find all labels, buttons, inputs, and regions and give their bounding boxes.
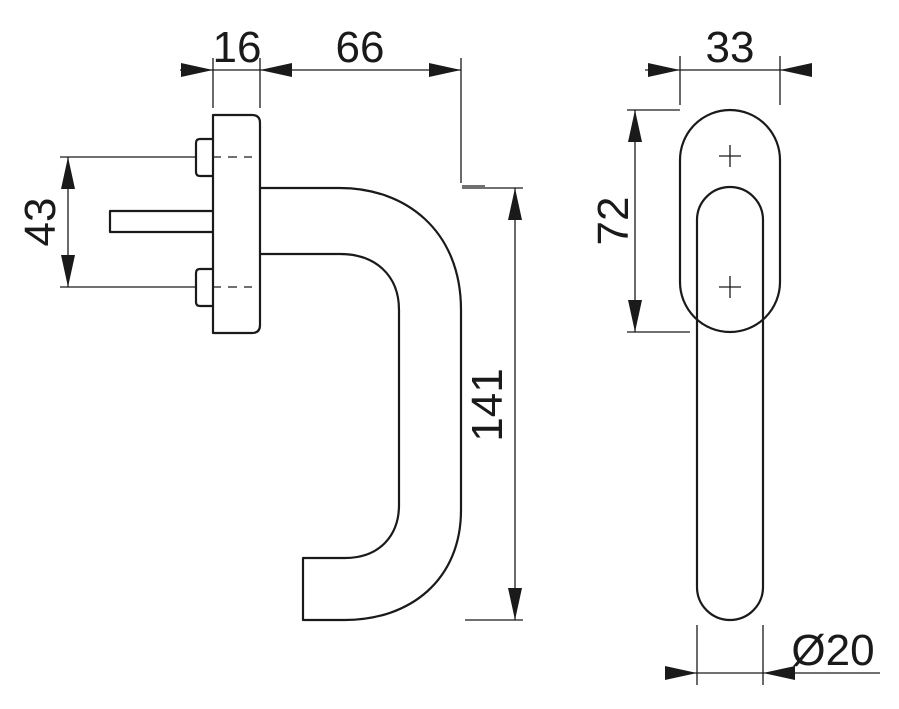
dim-141: 141	[462, 187, 523, 621]
dim-43: 43	[16, 156, 196, 288]
lever-front	[695, 185, 765, 622]
screw-head-top	[194, 137, 215, 178]
screw-head-bottom	[194, 267, 215, 308]
dim-141-label: 141	[463, 368, 512, 441]
screw-mark-bottom	[719, 276, 741, 298]
dim-16: 16	[213, 23, 262, 72]
dim-33-label: 33	[706, 23, 755, 72]
spindle	[108, 209, 215, 234]
rose-plate	[211, 113, 262, 335]
side-view	[108, 113, 463, 622]
lever-handle	[258, 186, 463, 622]
dim-horizontal-top: 16 66	[180, 23, 485, 187]
screw-mark-top	[719, 145, 741, 167]
dim-72: 72	[589, 109, 690, 333]
dim-diameter: Ø20	[665, 625, 880, 685]
front-view	[678, 108, 782, 622]
rose-front	[678, 108, 782, 334]
dim-43-label: 43	[16, 198, 65, 247]
dim-66: 66	[336, 23, 385, 72]
dim-diameter-label: Ø20	[791, 626, 874, 675]
dim-72-label: 72	[589, 197, 638, 246]
dim-33: 33	[645, 23, 812, 105]
